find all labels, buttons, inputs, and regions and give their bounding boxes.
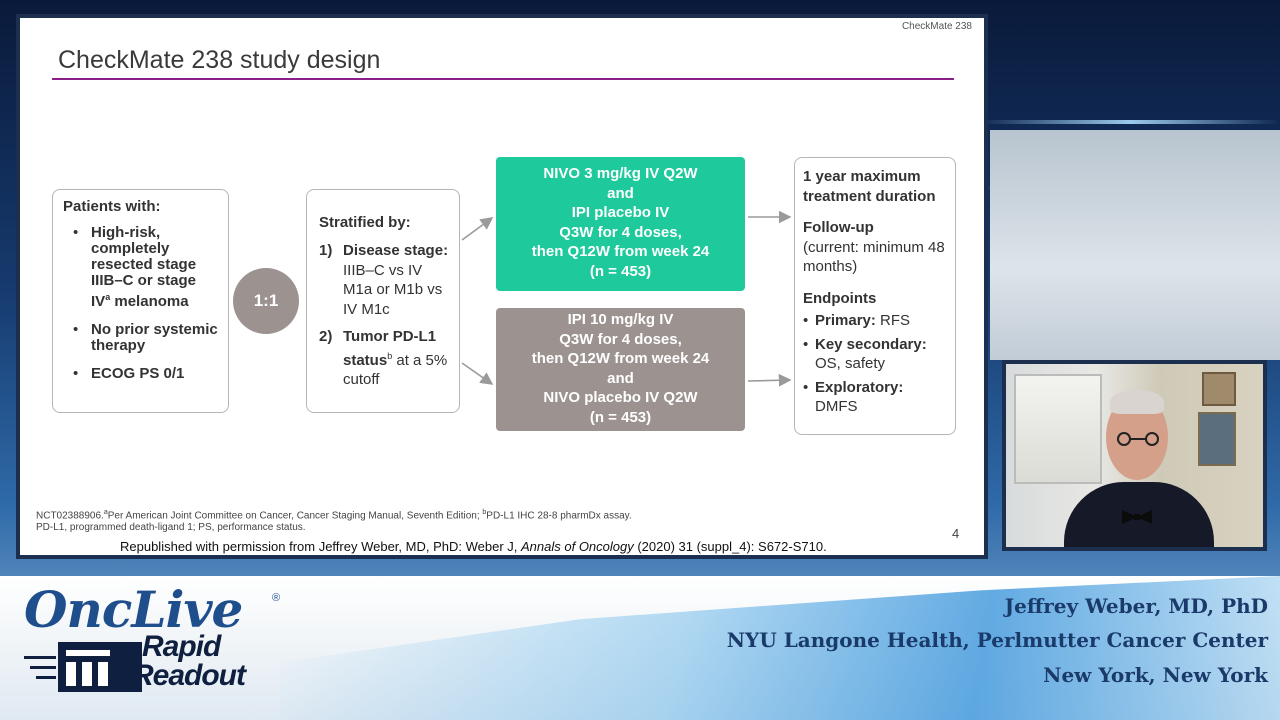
outcomes-box: 1 year maximum treatment duration Follow… (794, 157, 956, 435)
readout-wordmark: Readout (132, 659, 246, 692)
patients-heading: Patients with: (63, 198, 161, 215)
footnote-marker: a (105, 292, 111, 302)
endpoints-section: Endpoints Primary: RFS Key secondary: OS… (803, 289, 947, 417)
footnote-line: NCT02388906.aPer American Joint Committe… (36, 509, 632, 522)
stratification-list: 1) Disease stage: IIIB–C vs IV M1a or M1… (319, 241, 449, 390)
speaker-video-frame (1002, 360, 1267, 551)
lower-third-banner (0, 576, 1280, 720)
speaker-location: New York, New York (1043, 663, 1268, 687)
speaker-affiliation: NYU Langone Health, Perlmutter Cancer Ce… (726, 628, 1268, 652)
slide-title: CheckMate 238 study design (58, 46, 381, 74)
speaker-video (1006, 364, 1263, 547)
presentation-slide-frame: CheckMate 238 CheckMate 238 study design… (16, 14, 988, 559)
bow-tie-icon (1122, 510, 1152, 524)
registered-mark: ® (272, 592, 281, 604)
follow-up-section: Follow-up (current: minimum 48 months) (803, 218, 947, 277)
footnote-marker: b (387, 350, 393, 361)
follow-up-heading: Follow-up (803, 219, 874, 236)
patients-item: No prior systemic therapy (63, 322, 218, 354)
follow-up-text: (current: minimum 48 months) (803, 238, 945, 276)
wall-picture (1202, 372, 1236, 406)
studio-background (990, 130, 1280, 360)
nivolumab-arm: NIVO 3 mg/kg IV Q2W and IPI placebo IV Q… (496, 157, 745, 291)
stratification-item: 1) Disease stage: IIIB–C vs IV M1a or M1… (319, 242, 449, 318)
footnote-line: PD-L1, programmed death-ligand 1; PS, pe… (36, 522, 306, 533)
stratification-box: Stratified by: 1) Disease stage: IIIB–C … (306, 189, 460, 413)
endpoints-heading: Endpoints (803, 289, 877, 307)
permission-credit: Republished with permission from Jeffrey… (120, 539, 827, 554)
office-window (1014, 374, 1102, 484)
rapid-wordmark: Rapid (142, 630, 221, 663)
wall-picture (1198, 412, 1236, 466)
onclive-logo: OncLive (24, 580, 243, 639)
patients-list: High-risk, completely resected stage III… (63, 225, 218, 383)
presentation-slide: CheckMate 238 CheckMate 238 study design… (20, 18, 984, 555)
background-stripe (980, 120, 1280, 124)
stratification-item: 2) Tumor PD-L1 statusb at a 5% cutoff (319, 328, 448, 388)
title-rule (52, 78, 954, 80)
treatment-duration: 1 year maximum treatment duration (803, 168, 936, 205)
endpoint-item: Exploratory: DMFS (803, 378, 947, 417)
patients-box: Patients with: High-risk, completely res… (52, 189, 229, 413)
randomization-ratio: 1:1 (233, 268, 299, 334)
arrow-to-ipi-arm (461, 362, 494, 385)
rapid-readout-logo-icon (24, 642, 142, 692)
speaker-name: Jeffrey Weber, MD, PhD (1004, 594, 1268, 618)
arrow-from-ipi-arm (747, 373, 792, 387)
arrow-to-nivo-arm (461, 217, 494, 241)
stratification-heading: Stratified by: (319, 214, 411, 231)
slide-page-number: 4 (952, 526, 960, 541)
speaker-hair (1110, 390, 1164, 414)
slide-tag: CheckMate 238 (901, 21, 972, 32)
endpoint-item: Primary: RFS (803, 311, 947, 331)
endpoint-item: Key secondary: OS, safety (803, 335, 947, 374)
ipilimumab-arm: IPI 10 mg/kg IV Q3W for 4 doses, then Q1… (496, 308, 745, 431)
patients-item: ECOG PS 0/1 (63, 366, 218, 383)
patients-item: High-risk, completely resected stage III… (63, 225, 218, 310)
flow-arrows (461, 210, 792, 387)
glasses-icon (1117, 432, 1159, 446)
